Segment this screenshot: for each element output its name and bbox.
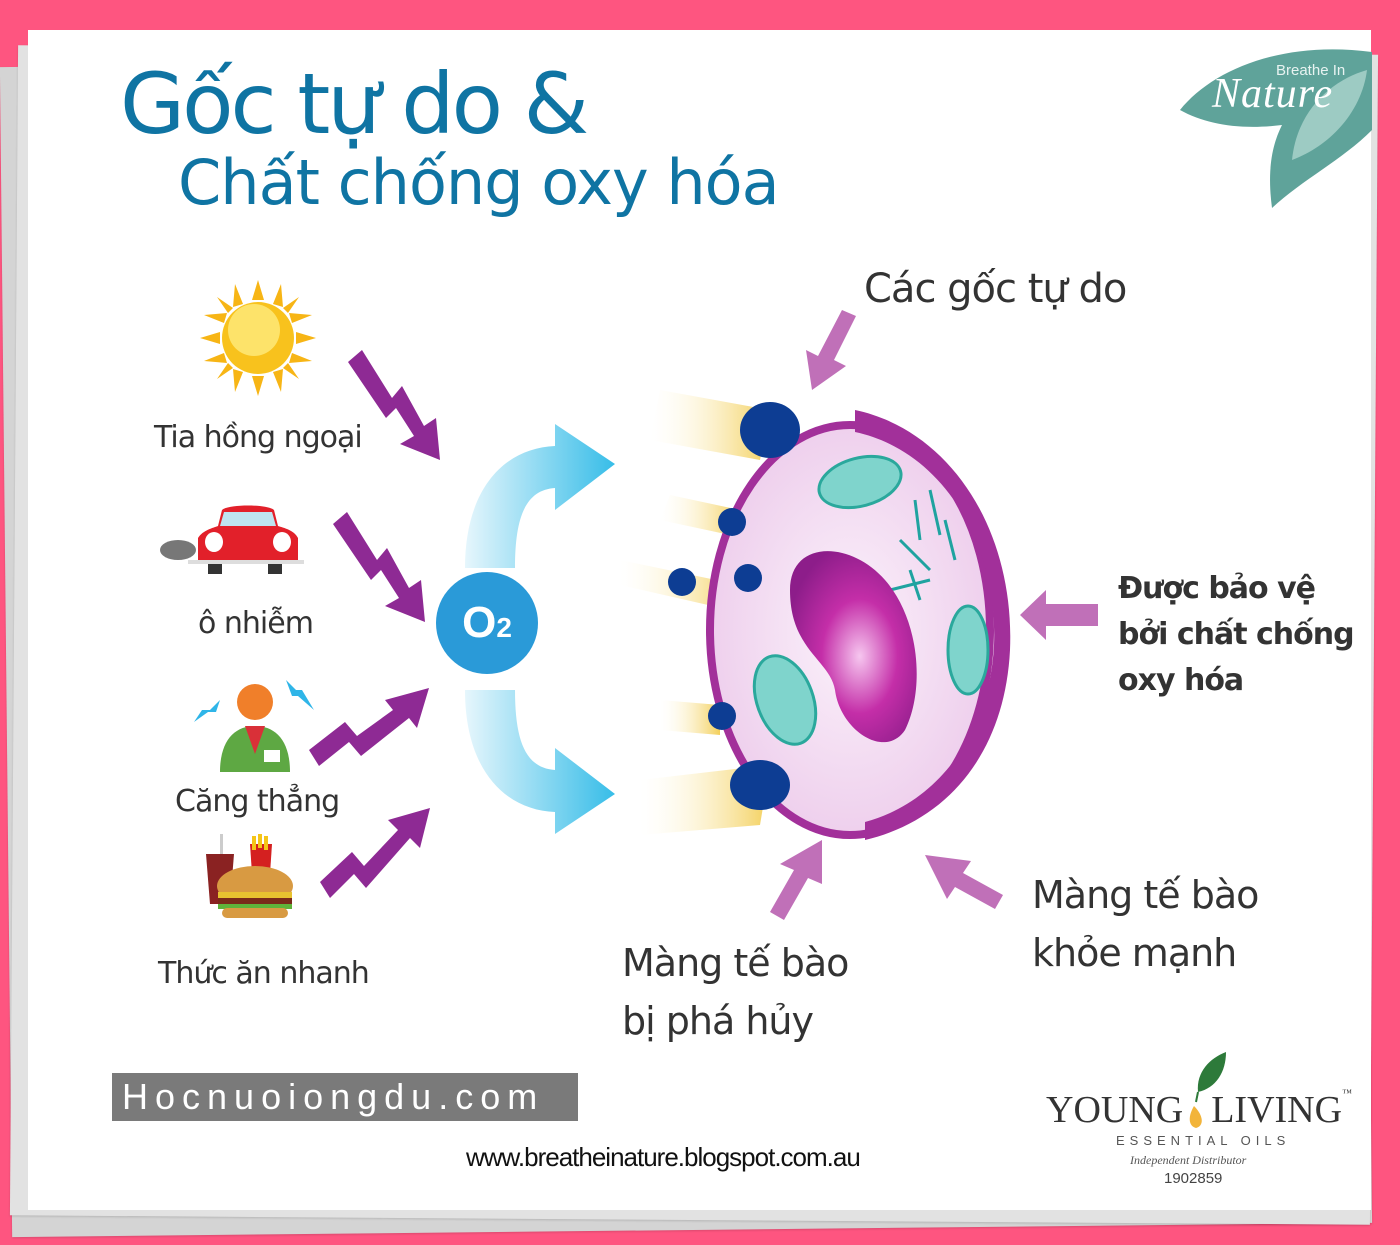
brand-distributor: Independent Distributor <box>1130 1153 1247 1167</box>
protected-line-3: oxy hóa <box>1118 663 1244 698</box>
label-protected-by-antioxidants: Được bảo vệ bởi chất chống oxy hóa <box>1118 566 1355 704</box>
lightning-arrow-3-icon <box>309 688 429 766</box>
car-icon <box>158 500 308 580</box>
damaged-line-2: bị phá hủy <box>622 999 814 1043</box>
sun-icon <box>198 278 318 398</box>
brand-wordmark: YOUNG LIVING™ <box>1046 1088 1352 1132</box>
logo-small-text: Breathe In <box>1276 62 1346 79</box>
arrow-free-radicals-icon <box>806 310 856 390</box>
damaged-line-1: Màng tế bào <box>622 941 849 985</box>
lightning-arrow-2-icon <box>333 512 425 622</box>
fast-food-icon <box>200 834 300 924</box>
leaf-logo-icon <box>1180 49 1372 208</box>
paper-sheet <box>28 30 1371 1210</box>
healthy-line-2: khỏe mạnh <box>1032 931 1237 975</box>
title-line-1: Gốc tự do & <box>120 55 589 153</box>
curved-arrow-down-icon <box>465 690 615 834</box>
brand-tm: ™ <box>1342 1088 1352 1099</box>
source-label-fast-food: Thức ăn nhanh <box>158 956 370 991</box>
brand-left: YOUNG <box>1046 1089 1184 1131</box>
website-url[interactable]: www.breatheinature.blogspot.com.au <box>466 1142 861 1172</box>
healthy-line-1: Màng tế bào <box>1032 873 1259 917</box>
source-label-pollution: ô nhiễm <box>198 606 314 641</box>
label-free-radicals: Các gốc tự do <box>864 266 1127 312</box>
logo-script-text: Nature <box>1212 71 1334 117</box>
cell-illustration <box>620 390 1011 840</box>
o2-main: O <box>462 598 497 647</box>
source-label-infrared: Tia hồng ngoại <box>154 420 363 455</box>
distributor-id: 1902859 <box>1164 1170 1223 1187</box>
brand-subtitle: ESSENTIAL OILS <box>1116 1133 1291 1148</box>
leaf-drop-icon <box>1189 1052 1226 1128</box>
label-damaged-membrane: Màng tế bào bị phá hủy <box>622 934 849 1050</box>
breathe-in-nature-logo: Breathe In Nature <box>1172 30 1372 210</box>
label-healthy-membrane: Màng tế bào khỏe mạnh <box>1032 866 1259 982</box>
lightning-arrow-1-icon <box>348 350 440 460</box>
stressed-person-icon <box>190 680 320 780</box>
protected-line-2: bởi chất chống <box>1118 617 1355 652</box>
brand-right: LIVING <box>1211 1089 1343 1131</box>
arrow-healthy-membrane-icon <box>925 855 1003 909</box>
lightning-arrow-4-icon <box>320 808 430 898</box>
title-line-2: Chất chống oxy hóa <box>178 146 780 219</box>
source-label-stress: Căng thẳng <box>175 784 340 819</box>
o2-molecule-badge: O2 <box>436 572 538 674</box>
curved-arrow-up-icon <box>465 424 615 568</box>
protected-line-1: Được bảo vệ <box>1118 571 1316 606</box>
arrow-protected-icon <box>1020 590 1098 640</box>
watermark-banner: Hocnuoiongdu.com <box>112 1073 578 1121</box>
arrow-damaged-membrane-icon <box>770 840 822 920</box>
o2-subscript: 2 <box>496 612 512 643</box>
